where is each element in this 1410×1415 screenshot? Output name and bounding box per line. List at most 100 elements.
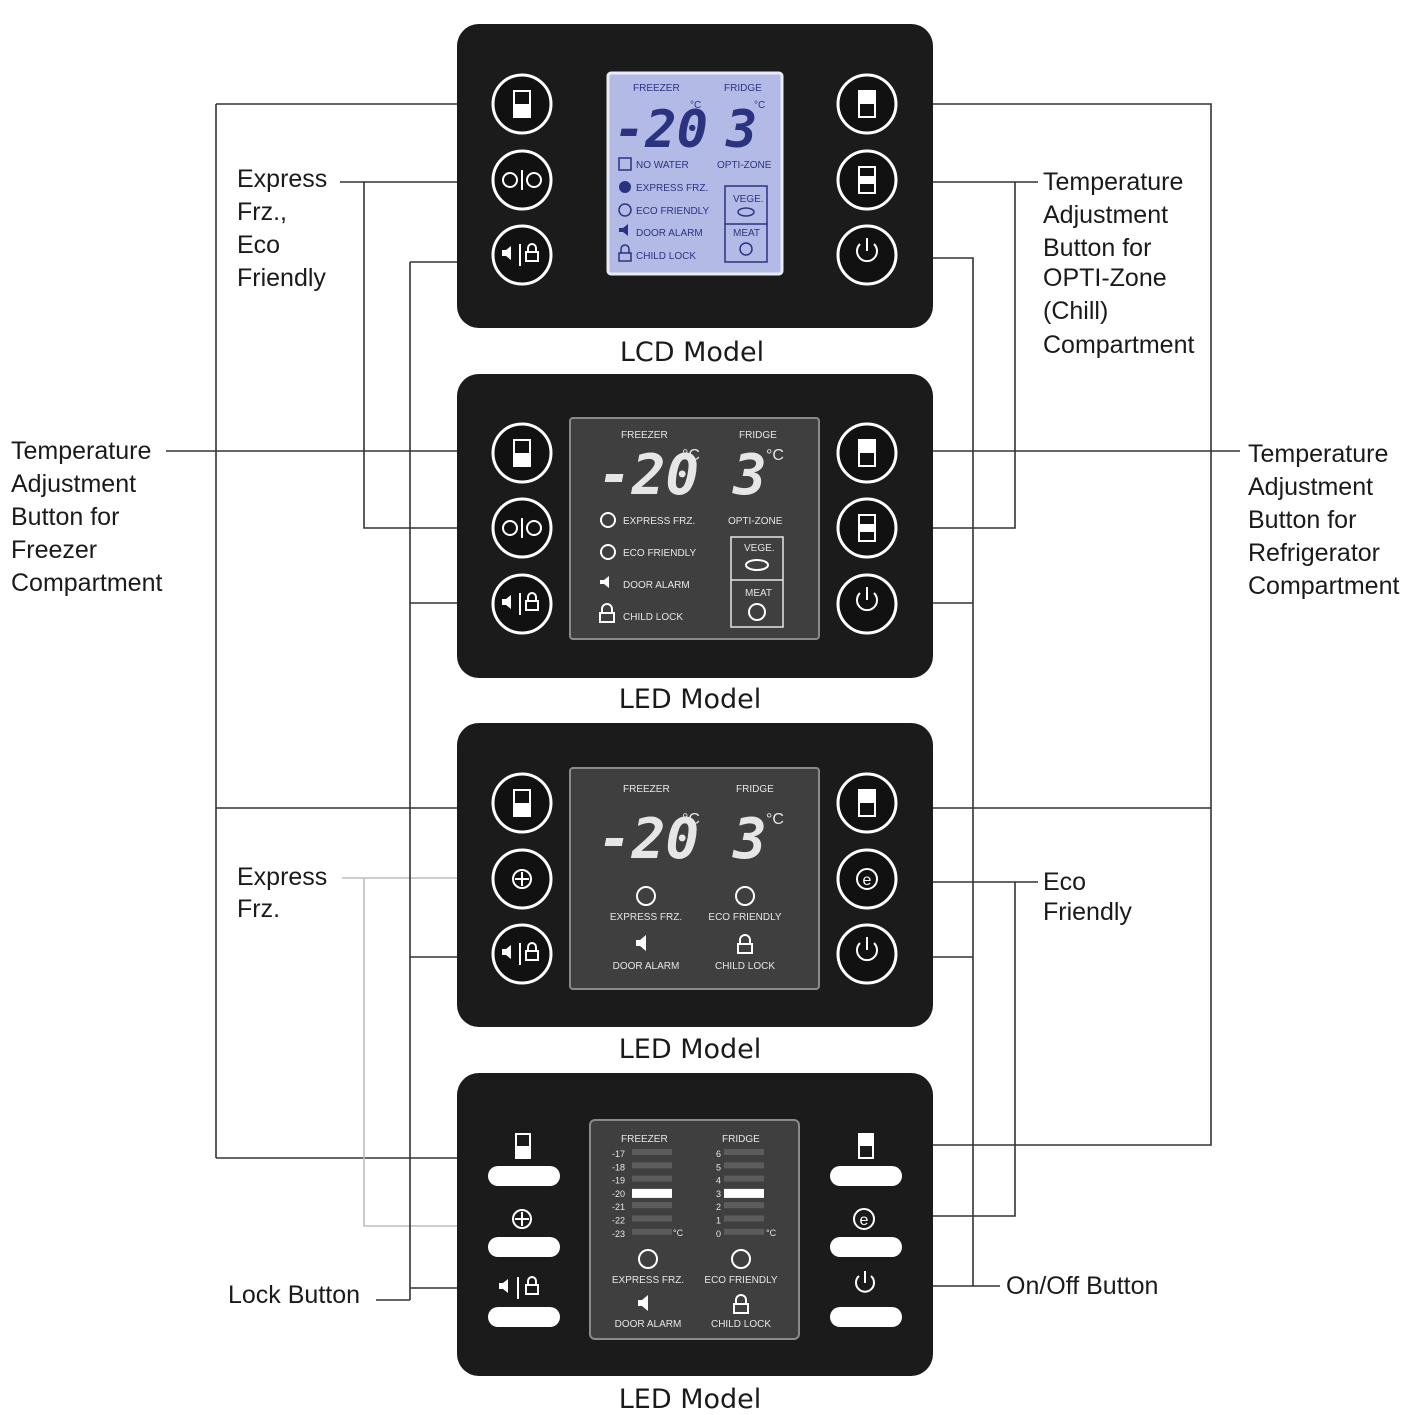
callout-line: (Chill) — [1043, 297, 1108, 325]
callout-line: Eco — [1043, 868, 1086, 896]
freezer-temp-button[interactable] — [491, 73, 553, 135]
express-frz-button[interactable] — [488, 1209, 560, 1257]
fridge-temp-button[interactable] — [836, 772, 898, 834]
lock-button[interactable] — [491, 224, 553, 286]
express-eco-button[interactable] — [491, 149, 553, 211]
freezer-temp-button[interactable] — [491, 422, 553, 484]
freezer-temperature: -20 — [598, 807, 699, 872]
fridge-level-label: 6 — [716, 1149, 721, 1159]
led-model-caption-2: LED Model — [619, 1034, 762, 1065]
power-button[interactable] — [836, 573, 898, 635]
lcd-model-panel: FREEZER FRIDGE -20 3 °C °C NO WATER OPTI… — [457, 24, 933, 328]
power-button[interactable] — [836, 224, 898, 286]
fridge-temp-icon — [858, 1133, 874, 1159]
snowflake-icon — [512, 1209, 532, 1229]
fridge-temp-button[interactable] — [830, 1133, 902, 1186]
eco-friendly-text: ECO FRIENDLY — [636, 206, 709, 217]
led-model-panel-1: FREEZER FRIDGE -20 3 °C °C EXPRESS FRZ. … — [457, 374, 933, 678]
fridge-temp-button[interactable] — [836, 73, 898, 135]
led-model-caption-1: LED Model — [619, 684, 762, 715]
vege-icon — [745, 559, 769, 571]
callout-line: OPTI-Zone — [1043, 264, 1167, 292]
lock-button[interactable] — [491, 573, 553, 635]
opti-zone-text: OPTI-ZONE — [728, 516, 783, 527]
freezer-temp-icon — [515, 1133, 531, 1159]
vege-text: VEGE. — [733, 194, 764, 205]
fridge-label: FRIDGE — [736, 784, 774, 795]
fridge-level-bar — [724, 1188, 764, 1198]
door-alarm-icon — [600, 576, 609, 588]
power-button[interactable] — [836, 923, 898, 985]
eco-friendly-text: ECO FRIENDLY — [623, 548, 696, 559]
callout-line: Frz. — [237, 895, 280, 923]
eco-friendly-button[interactable]: e — [830, 1208, 902, 1257]
eco-friendly-text: ECO FRIENDLY — [708, 912, 781, 923]
door-alarm-icon — [638, 1295, 648, 1311]
callout-onoff-button: On/Off Button — [1006, 1272, 1158, 1300]
led-model-panel-3: FREEZER FRIDGE -17-18-19-20-21-22-236543… — [457, 1073, 933, 1376]
opti-zone-temp-button[interactable] — [836, 149, 898, 211]
eco-friendly-icon — [735, 886, 755, 906]
door-alarm-icon — [619, 224, 628, 236]
fridge-level-label: 1 — [716, 1216, 721, 1226]
express-frz-icon — [638, 1249, 658, 1269]
freezer-level-unit: °C — [673, 1228, 684, 1238]
power-button[interactable] — [830, 1271, 902, 1327]
freezer-temp-button[interactable] — [488, 1133, 560, 1186]
opti-zone-temp-button[interactable] — [836, 497, 898, 559]
no-water-icon — [618, 157, 632, 171]
callout-freezer-temp: Temperature Adjustment Button for Freeze… — [11, 437, 162, 597]
freezer-level-bar — [632, 1215, 672, 1222]
fridge-level-label: 3 — [716, 1189, 721, 1199]
door-alarm-text: DOOR ALARM — [636, 228, 703, 239]
child-lock-icon — [599, 603, 615, 623]
callout-lock-button: Lock Button — [228, 1281, 360, 1309]
lock-button[interactable] — [491, 923, 553, 985]
express-eco-button[interactable] — [491, 497, 553, 559]
callout-line: Temperature — [1043, 168, 1183, 196]
fridge-level-label: 4 — [716, 1176, 721, 1186]
callout-line: Button for — [11, 503, 119, 531]
callout-line: Express — [237, 165, 327, 193]
callout-line: Temperature — [11, 437, 151, 465]
freezer-level-bar — [632, 1175, 672, 1182]
freezer-temp-button[interactable] — [491, 772, 553, 834]
freezer-unit: °C — [682, 447, 700, 464]
fridge-level-bar — [724, 1149, 764, 1155]
callout-express-frz: Express Frz. — [237, 863, 327, 923]
express-frz-text: EXPRESS FRZ. — [636, 183, 708, 194]
fridge-label: FRIDGE — [722, 1134, 760, 1145]
opti-zone-box — [730, 536, 784, 628]
door-alarm-text: DOOR ALARM — [615, 1319, 682, 1330]
freezer-level-label: -23 — [612, 1229, 625, 1239]
callout-line: Compartment — [1248, 572, 1399, 600]
fridge-level-bar — [724, 1175, 764, 1182]
freezer-level-label: -17 — [612, 1149, 625, 1159]
freezer-level-bar — [632, 1149, 672, 1155]
fridge-temperature: 3 — [732, 443, 767, 508]
led-display — [569, 417, 820, 640]
freezer-temperature: -20 — [614, 100, 708, 160]
fridge-level-bar — [724, 1215, 764, 1222]
express-frz-button[interactable] — [491, 848, 553, 910]
lock-button[interactable] — [488, 1276, 560, 1327]
opti-zone-temp-icon — [858, 514, 876, 542]
callout-line: Adjustment — [11, 470, 136, 498]
freezer-level-label: -22 — [612, 1216, 625, 1226]
meat-text: MEAT — [745, 588, 772, 599]
power-icon — [855, 1271, 875, 1293]
snowflake-eco-icon — [502, 518, 542, 538]
callout-line: Compartment — [11, 569, 162, 597]
fridge-unit: °C — [766, 811, 784, 828]
express-frz-text: EXPRESS FRZ. — [623, 516, 695, 527]
fridge-unit: °C — [754, 100, 765, 111]
power-icon — [856, 238, 878, 263]
child-lock-text: CHILD LOCK — [715, 961, 775, 972]
freezer-level-bar — [632, 1202, 672, 1209]
no-water-text: NO WATER — [636, 160, 689, 171]
fridge-temp-button[interactable] — [836, 422, 898, 484]
fridge-temperature: 3 — [725, 100, 757, 160]
speaker-lock-icon — [502, 243, 539, 266]
eco-friendly-button[interactable]: e — [836, 848, 898, 910]
